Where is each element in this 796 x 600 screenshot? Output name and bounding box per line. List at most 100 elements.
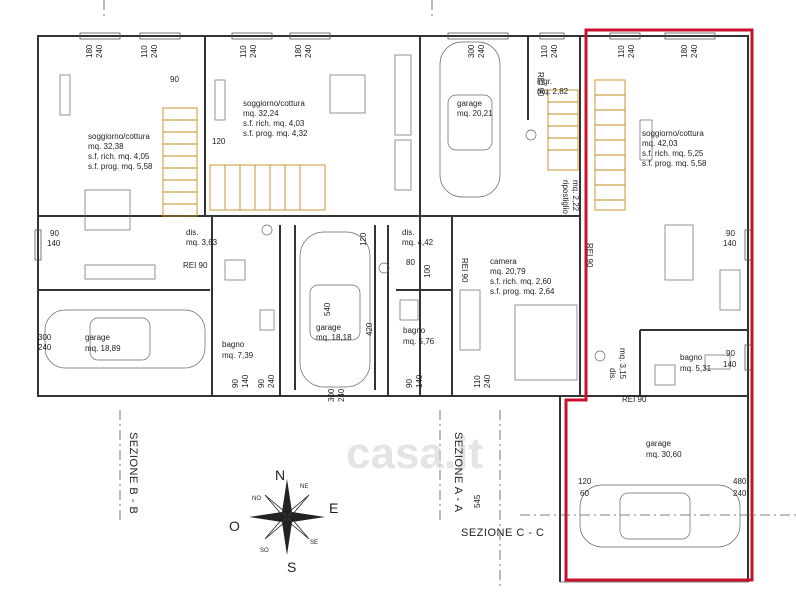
room-name: bagno bbox=[222, 340, 245, 349]
section-title-cc: SEZIONE C - C bbox=[461, 527, 545, 539]
room-area: mq. 5,76 bbox=[403, 337, 435, 346]
room-area: mq. 18,18 bbox=[316, 333, 352, 342]
building-walls bbox=[37, 35, 749, 583]
dim-label: 140 bbox=[723, 239, 737, 248]
section-titles: SEZIONE B - B SEZIONE A - A SEZIONE C - … bbox=[127, 432, 545, 539]
room-name: garage bbox=[457, 99, 482, 108]
dim-label: 90 bbox=[726, 229, 735, 238]
room-area: mq. 32,24 bbox=[243, 109, 279, 118]
room-name: ripostiglio bbox=[561, 180, 570, 214]
compass-southeast: SE bbox=[310, 540, 318, 546]
bottom-dimensions: 90 140 90 240 300 240 90 140 110 240 bbox=[231, 374, 492, 402]
dim-label: 240 bbox=[627, 44, 636, 58]
windows bbox=[34, 32, 752, 371]
room-area: mq. 2,22 bbox=[571, 180, 580, 212]
dim-label: 480 bbox=[733, 477, 747, 486]
room-sf-prog: s.f. prog. mq. 5,58 bbox=[88, 162, 153, 171]
room-area: mq. 42,03 bbox=[642, 139, 678, 148]
room-sf-rich: s.f. rich. mq. 2,60 bbox=[490, 277, 552, 286]
room-area: mq. 2,82 bbox=[537, 87, 569, 96]
furniture bbox=[59, 54, 741, 386]
top-dimensions: 180 240 110 240 110 240 180 240 300 240 … bbox=[85, 44, 699, 58]
room-name: soggiorno/cottura bbox=[88, 132, 150, 141]
room-area: mq. 30,60 bbox=[646, 450, 682, 459]
dim-label: 140 bbox=[723, 360, 737, 369]
dim-label: 300 bbox=[467, 44, 476, 58]
room-name: ingr. bbox=[537, 77, 552, 86]
dim-label: 120 bbox=[578, 477, 592, 486]
room-area: mq. 7,39 bbox=[222, 351, 254, 360]
room-name: dis. bbox=[608, 368, 617, 380]
room-name: garage bbox=[85, 333, 110, 342]
room-area: mq. 3,15 bbox=[618, 348, 627, 380]
room-sf-rich: s.f. rich. mq. 5,25 bbox=[642, 149, 704, 158]
room-name: bagno bbox=[403, 326, 426, 335]
compass-west: O bbox=[229, 518, 240, 534]
dim-label: 545 bbox=[473, 494, 482, 508]
dim-label: 180 bbox=[680, 44, 689, 58]
room-sf-prog: s.f. prog. mq. 5,58 bbox=[642, 159, 707, 168]
highlighted-unit-outline bbox=[564, 28, 754, 582]
compass-southwest: SO bbox=[260, 548, 269, 554]
compass-rose bbox=[249, 479, 325, 555]
room-area: mq. 20,79 bbox=[490, 267, 526, 276]
fire-door-label: REI 90 bbox=[536, 72, 545, 97]
dim-label: 120 bbox=[212, 137, 226, 146]
watermark-text: casa.it bbox=[346, 429, 483, 478]
room-name: dis. bbox=[402, 228, 414, 237]
dim-label: 240 bbox=[249, 44, 258, 58]
dim-label: 240 bbox=[483, 374, 492, 388]
room-name: bagno bbox=[680, 353, 703, 362]
dim-label: 240 bbox=[150, 44, 159, 58]
compass-northeast: NE bbox=[300, 484, 308, 490]
fire-door-label: REI 90 bbox=[460, 258, 469, 283]
dim-label: 90 bbox=[231, 379, 240, 388]
room-name: dis. bbox=[186, 228, 198, 237]
dim-label: 110 bbox=[540, 45, 549, 58]
dim-label: 90 bbox=[50, 229, 59, 238]
dim-label: 240 bbox=[337, 388, 346, 402]
room-sf-rich: s.f. rich. mq. 4,03 bbox=[243, 119, 305, 128]
room-name: garage bbox=[646, 439, 671, 448]
fire-door-label: REI 90 bbox=[622, 395, 647, 404]
dim-label: 540 bbox=[323, 302, 332, 316]
room-name: garage bbox=[316, 323, 341, 332]
room-area: mq. 3,63 bbox=[186, 238, 218, 247]
dim-label: 180 bbox=[85, 44, 94, 58]
compass-east: E bbox=[329, 500, 338, 516]
dim-label: 120 bbox=[359, 232, 368, 246]
other-dimensions: 90 90 140 90 140 300 240 120 80 420 540 … bbox=[38, 75, 747, 508]
room-area: mq. 20,21 bbox=[457, 109, 493, 118]
dim-label: 90 bbox=[257, 379, 266, 388]
room-name: camera bbox=[490, 257, 517, 266]
dim-label: 240 bbox=[267, 374, 276, 388]
room-labels: soggiorno/cottura mq. 32,38 s.f. rich. m… bbox=[85, 77, 712, 459]
dim-label: 140 bbox=[415, 374, 424, 388]
compass-south: S bbox=[287, 559, 296, 575]
dim-label: 80 bbox=[406, 258, 415, 267]
dim-label: 100 bbox=[423, 264, 432, 278]
dim-label: 240 bbox=[690, 44, 699, 58]
dim-label: 300 bbox=[38, 333, 52, 342]
dim-label: 420 bbox=[365, 322, 374, 336]
dim-label: 240 bbox=[304, 44, 313, 58]
dim-label: 90 bbox=[726, 349, 735, 358]
fire-door-labels: REI 90 REI 90 REI 90 REI 90 REI 90 bbox=[183, 72, 647, 404]
dim-label: 240 bbox=[477, 44, 486, 58]
room-sf-rich: s.f. rich. mq. 4,05 bbox=[88, 152, 150, 161]
compass-north: N bbox=[275, 467, 285, 483]
dim-label: 240 bbox=[733, 489, 747, 498]
cars bbox=[44, 41, 741, 548]
room-name: soggiorno/cottura bbox=[243, 99, 305, 108]
room-area: mq. 18,89 bbox=[85, 344, 121, 353]
dim-label: 140 bbox=[47, 239, 61, 248]
dim-label: 90 bbox=[170, 75, 179, 84]
dim-label: 110 bbox=[140, 45, 149, 58]
dim-label: 60 bbox=[580, 489, 589, 498]
compass-labels: N E S O NE NO SE SO bbox=[229, 467, 338, 575]
room-sf-prog: s.f. prog. mq. 4,32 bbox=[243, 129, 308, 138]
dim-label: 240 bbox=[95, 44, 104, 58]
dim-label: 240 bbox=[550, 44, 559, 58]
room-sf-prog: s.f. prog. mq. 2,64 bbox=[490, 287, 555, 296]
